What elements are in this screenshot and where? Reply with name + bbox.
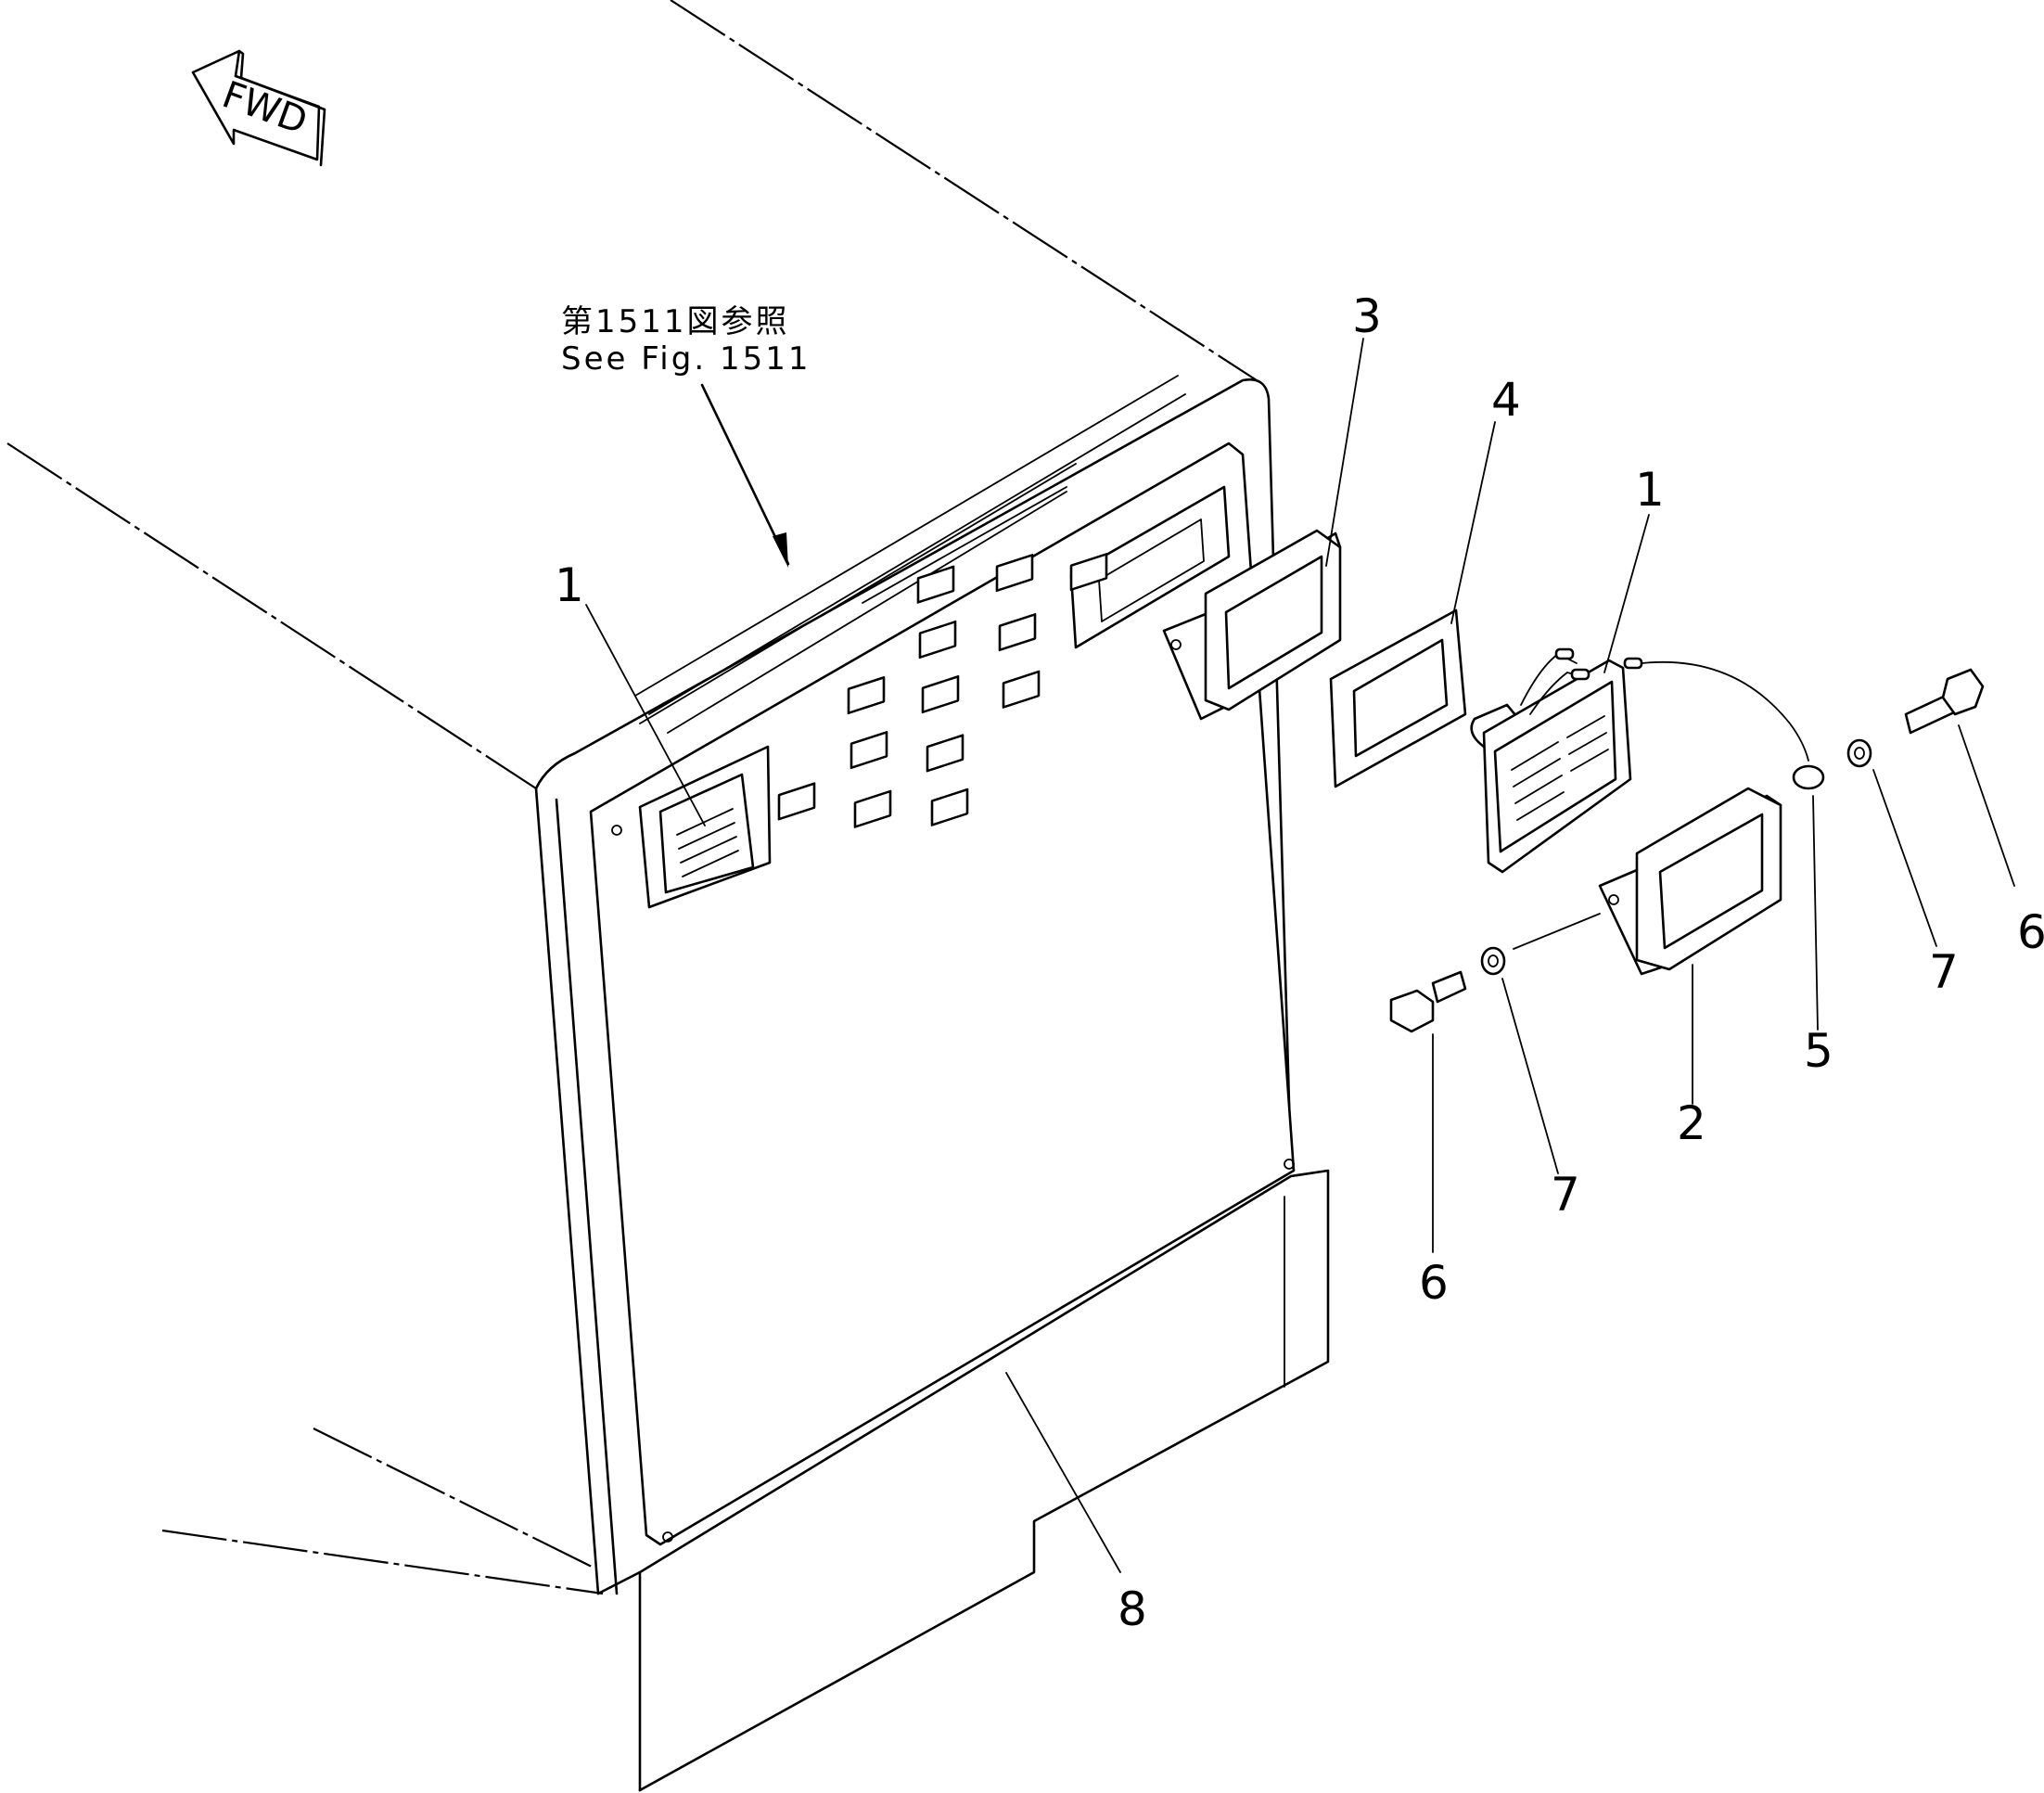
bolt-bottom (1389, 970, 1467, 1033)
callout-1-right: 1 (1635, 463, 1665, 517)
bracket-upper (1162, 529, 1342, 721)
callout-8: 8 (1118, 1582, 1147, 1636)
top-edge-left (6, 442, 537, 789)
lamp-installed (658, 773, 755, 894)
lamp-exploded (1470, 647, 1632, 874)
bolt-right (1904, 668, 1985, 735)
callout-4: 4 (1491, 373, 1521, 427)
callout-7-bottom: 7 (1551, 1168, 1580, 1222)
gasket (1329, 608, 1467, 788)
front-face-inner-edge (555, 798, 619, 1595)
front-face-left-edge (534, 787, 600, 1595)
reference-note-en: See Fig. 1511 (561, 340, 811, 378)
front-panel (589, 442, 1296, 1546)
front-face-outline (534, 378, 1293, 1169)
leader-lines (585, 338, 2015, 1573)
bracket-lower (1598, 787, 1782, 976)
reference-note: 第1511図参照 See Fig. 1511 (561, 303, 811, 378)
bottom-edge-left (161, 1529, 604, 1595)
callout-1-left: 1 (555, 558, 584, 612)
top-edge-far (670, 0, 1258, 381)
washer-right (1846, 738, 1872, 768)
machine-body (6, 0, 1330, 1792)
panel-plate (589, 442, 1296, 1546)
callout-7-right: 7 (1929, 945, 1959, 999)
fwd-arrow: FWD (191, 49, 326, 167)
reference-arrow (700, 383, 790, 566)
callout-3: 3 (1352, 289, 1382, 343)
callout-5: 5 (1804, 1024, 1833, 1078)
callout-numbers: 1 1 2 3 4 5 6 6 7 7 8 (555, 289, 2044, 1636)
bottom-skirt (596, 1169, 1330, 1792)
callout-6-right: 6 (2017, 905, 2044, 959)
lower-line-left (313, 1428, 594, 1569)
washer-bottom (1480, 946, 1506, 976)
ground-wire (1623, 657, 1825, 790)
reference-note-ja: 第1511図参照 (561, 303, 790, 340)
callout-6-bottom: 6 (1419, 1256, 1449, 1310)
vent-slots (777, 553, 1108, 828)
callout-2: 2 (1677, 1096, 1706, 1150)
